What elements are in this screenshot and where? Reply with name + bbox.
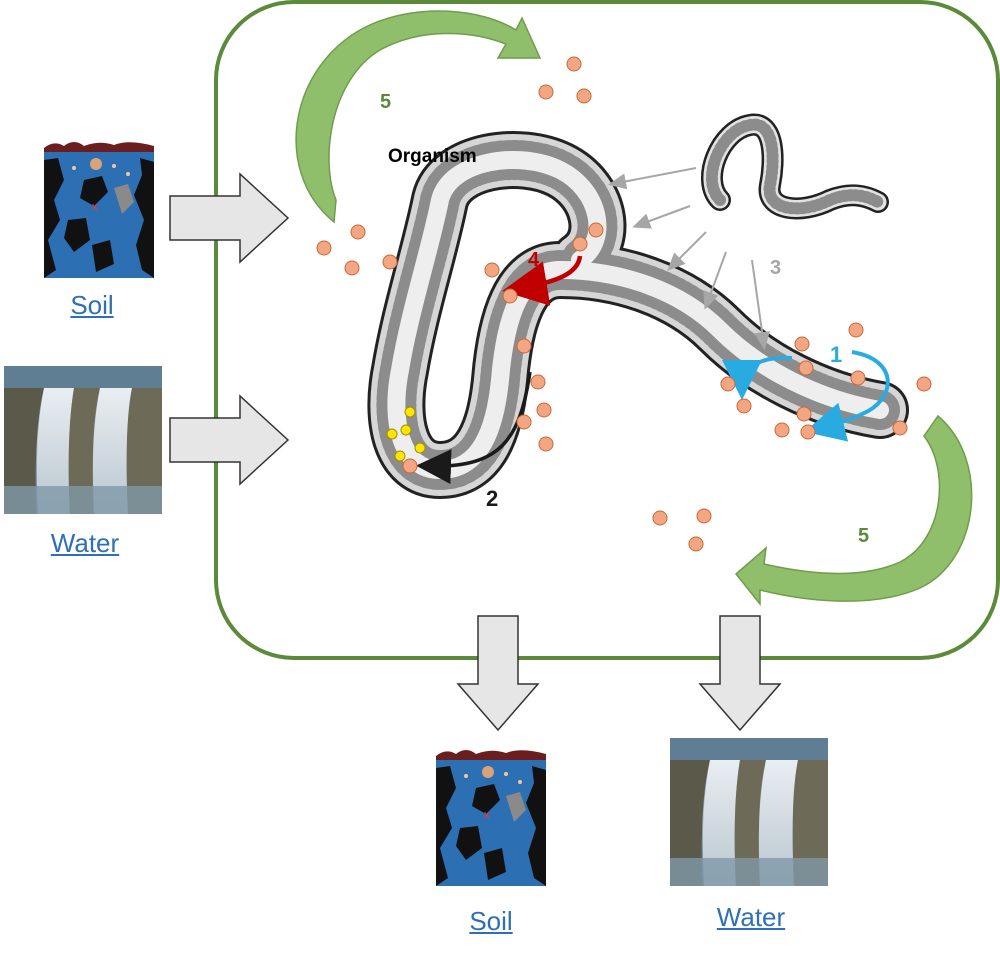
uptake-arrow-upper [722, 355, 793, 400]
soil-output-label[interactable]: Soil [469, 906, 513, 936]
step-1-label: 1 [830, 342, 842, 367]
metabolism-arrow [502, 255, 583, 306]
soil-uptake-flow-arrow [169, 172, 290, 264]
step-2-label: 2 [486, 486, 498, 511]
uptake-arrow-lower [804, 350, 890, 442]
soil-input-icon [44, 142, 154, 278]
step-5-label-bottom: 5 [858, 525, 869, 547]
step-5-label-top: 5 [380, 91, 391, 113]
water-input-label[interactable]: Water [50, 528, 120, 558]
water-release-flow-arrow [698, 615, 782, 732]
elimination-arrow-top [295, 10, 542, 224]
water-input-icon [4, 366, 162, 514]
small-worm-icon [700, 113, 889, 220]
organism-boundary [214, 0, 1000, 660]
soil-output-icon [436, 750, 546, 886]
soil-release-flow-arrow [456, 615, 540, 732]
step-4-label: 4 [528, 249, 540, 271]
distribution-arrow [416, 371, 532, 485]
organism-label: Organism [388, 146, 477, 167]
contaminant-particles [316, 56, 932, 552]
water-output-icon [670, 738, 828, 886]
metabolite-particles [386, 406, 426, 462]
water-uptake-flow-arrow [169, 394, 290, 486]
water-output-label[interactable]: Water [716, 902, 786, 932]
soil-input-label[interactable]: Soil [70, 290, 114, 320]
elimination-arrow-bottom [734, 414, 973, 607]
step-3-label: 3 [770, 257, 781, 279]
secondary-poisoning-arrows [608, 167, 770, 350]
